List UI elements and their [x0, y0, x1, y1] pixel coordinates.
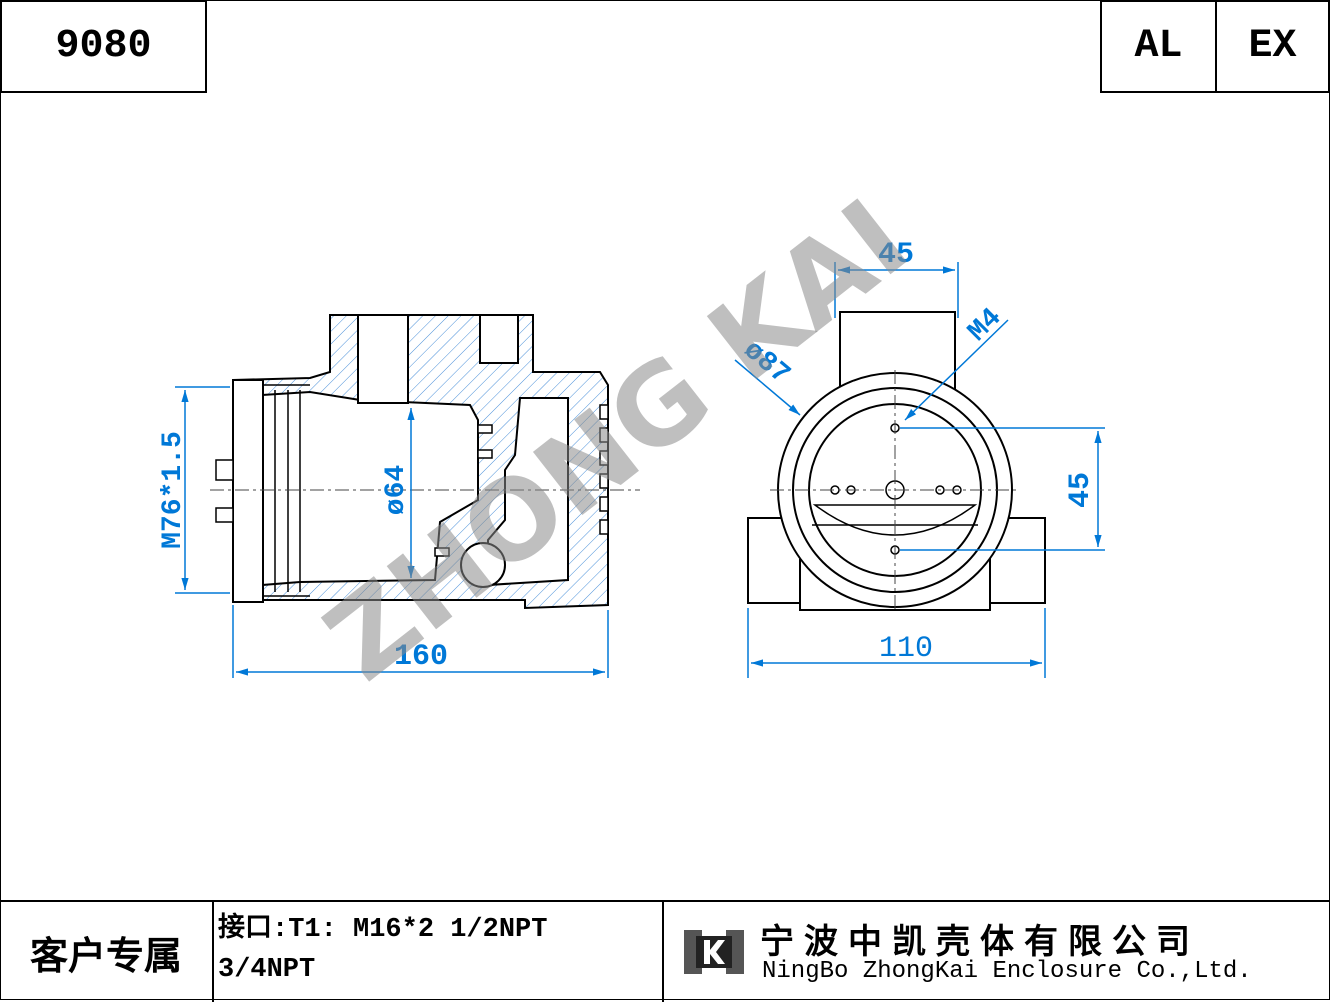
customer-label: 客户专属	[0, 902, 214, 1002]
company-name-en: NingBo ZhongKai Enclosure Co.,Ltd.	[762, 958, 1252, 985]
thread-marks	[263, 384, 310, 597]
company-name-cn: 宁波中凯壳体有限公司	[760, 922, 1200, 962]
studs	[434, 424, 493, 557]
rating-code: EX	[1215, 0, 1330, 93]
side-section-view	[210, 314, 640, 610]
thread-dim-label: M76*1.5	[158, 431, 189, 549]
bore-dim-label: ø64	[381, 465, 412, 515]
top-width-dim-label: 45	[878, 238, 914, 272]
cover-dia-leader	[734, 359, 801, 416]
front-view	[747, 311, 1046, 611]
right-cavity	[487, 397, 569, 587]
lug-top	[215, 459, 234, 481]
side-bore-circle	[460, 542, 506, 588]
shelf-arc	[812, 504, 978, 536]
cooling-fins	[599, 404, 609, 535]
lug-bottom	[215, 507, 234, 523]
model-number: 9080	[0, 0, 207, 93]
interface-spec: 接口:T1: M16*2 1/2NPT 3/4NPT	[214, 902, 664, 1002]
screw-leader	[904, 319, 1009, 421]
overall-width-dim-label: 110	[879, 632, 933, 666]
port-boss-left	[357, 314, 409, 404]
hole-spacing-dim-label: 45	[1064, 472, 1098, 508]
screw-dim-label: M4	[963, 303, 1009, 349]
hole-right-1	[935, 485, 945, 495]
title-footer: 客户专属 接口:T1: M16*2 1/2NPT 3/4NPT 宁波中凯壳体有限…	[0, 900, 1330, 1002]
front-dimensions	[734, 262, 1105, 678]
cover-flange	[232, 379, 264, 603]
length-dim-label: 160	[394, 640, 448, 674]
port-boss-right	[479, 314, 519, 364]
company-block: 宁波中凯壳体有限公司 NingBo ZhongKai Enclosure Co.…	[664, 902, 1330, 1002]
company-logo-icon	[684, 930, 744, 974]
spec-line-1: 接口:T1: M16*2 1/2NPT	[218, 915, 548, 945]
technical-drawing: M76*1.5 ø64 160 45 ø87 M4 45 110	[158, 175, 1105, 705]
side-dimensions	[175, 386, 609, 678]
spec-line-2: 3/4NPT	[218, 955, 316, 985]
